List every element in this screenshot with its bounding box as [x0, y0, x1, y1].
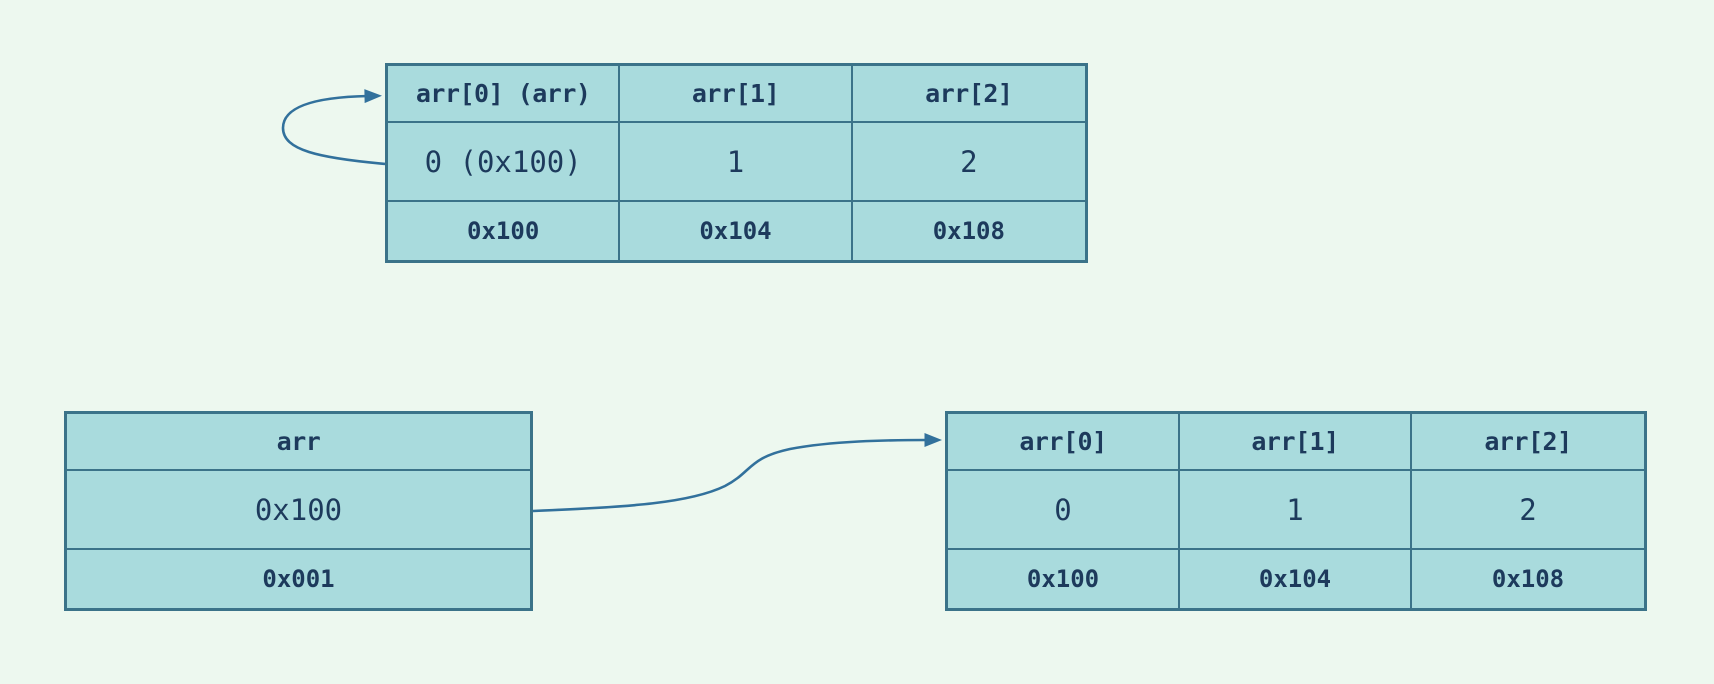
cell-value: 0 (0x100): [388, 123, 621, 202]
cell-header: arr[1]: [1180, 414, 1412, 471]
cell-address: 0x108: [1491, 565, 1565, 593]
cell-value: 2: [1412, 471, 1644, 550]
array-table: arr[0] arr[1] arr[2] 0 1 2 0x100 0x104 0…: [945, 411, 1647, 611]
cell-value: 1: [1180, 471, 1412, 550]
cell-header: arr: [67, 414, 530, 471]
cell-header: arr[0]: [948, 414, 1180, 471]
pointer-variable-table: arr 0x100 0x001: [64, 411, 533, 611]
self-pointer-arrow: [281, 89, 387, 166]
cell-header: arr[1]: [620, 66, 853, 123]
pointer-arrow: [532, 433, 942, 513]
cell-address: 0x100: [388, 202, 621, 260]
cell-header: arr[2]: [852, 66, 1085, 123]
cell-header: arr[0] (arr): [388, 66, 621, 123]
cell-header: arr[2]: [1412, 414, 1644, 471]
cell-address: 0x001: [262, 565, 335, 593]
cell-address: 0x108: [932, 217, 1005, 245]
cell-value: 2: [852, 123, 1085, 202]
cell-address: 0x100: [948, 550, 1180, 608]
self-ref-table: arr[0] (arr) arr[1] arr[2] 0 (0x100) 1 2…: [385, 63, 1088, 263]
cell-value: 0: [948, 471, 1180, 550]
cell-address: 0x104: [1180, 550, 1412, 608]
cell-value: 0x100: [67, 471, 530, 550]
cell-address: 0x104: [620, 202, 853, 260]
cell-value: 1: [620, 123, 853, 202]
